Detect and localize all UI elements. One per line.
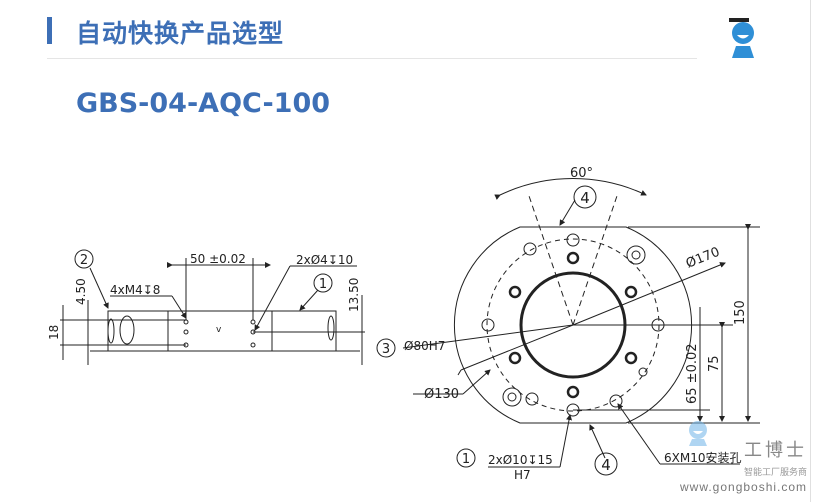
mascot-logo (729, 18, 754, 58)
mark-v: v (216, 325, 222, 335)
dim-150: 150 (733, 300, 748, 325)
watermark-tagline: 智能工厂服务商 (744, 467, 808, 477)
watermark-brand: 工博士 (744, 440, 807, 461)
page-title: 自动快换产品选型 (76, 19, 285, 48)
title-accent-bar (47, 17, 52, 44)
holes-2x-label: 2xØ4↧10 (296, 253, 353, 267)
divider (47, 58, 697, 59)
callout-1-front: 1 (462, 452, 470, 467)
model-name: GBS-04-AQC-100 (76, 88, 331, 119)
front-view (376, 178, 760, 476)
callout-1: 1 (319, 277, 327, 292)
callout-3: 3 (382, 342, 390, 357)
watermark-url: www.gongboshi.com (680, 480, 808, 494)
callout-4-top: 4 (580, 189, 590, 207)
divider-vertical (810, 0, 811, 502)
fit-h7: H7 (514, 468, 531, 482)
dia-80h7: Ø80H7 (404, 339, 445, 353)
dim-18: 18 (47, 325, 61, 340)
mount-holes-label: 6XM10安装孔 (664, 450, 741, 465)
watermark-mascot (689, 421, 707, 446)
dim-75: 75 (707, 355, 722, 372)
holes-4x-label: 4xM4↧8 (110, 283, 160, 297)
callout-2: 2 (80, 253, 88, 268)
dim-13-50: 13.50 (347, 278, 361, 312)
angle-60: 60° (570, 166, 593, 181)
dia-170: Ø170 (684, 245, 722, 272)
dia-130: Ø130 (424, 387, 459, 402)
callout-4-bottom: 4 (601, 456, 611, 474)
side-view (60, 249, 365, 365)
dim-4-50: 4.50 (74, 278, 88, 305)
dim-65: 65 ±0.02 (685, 343, 700, 404)
dim-50: 50 ±0.02 (190, 252, 246, 266)
holes-2x-front: 2xØ10↧15 (488, 453, 553, 467)
